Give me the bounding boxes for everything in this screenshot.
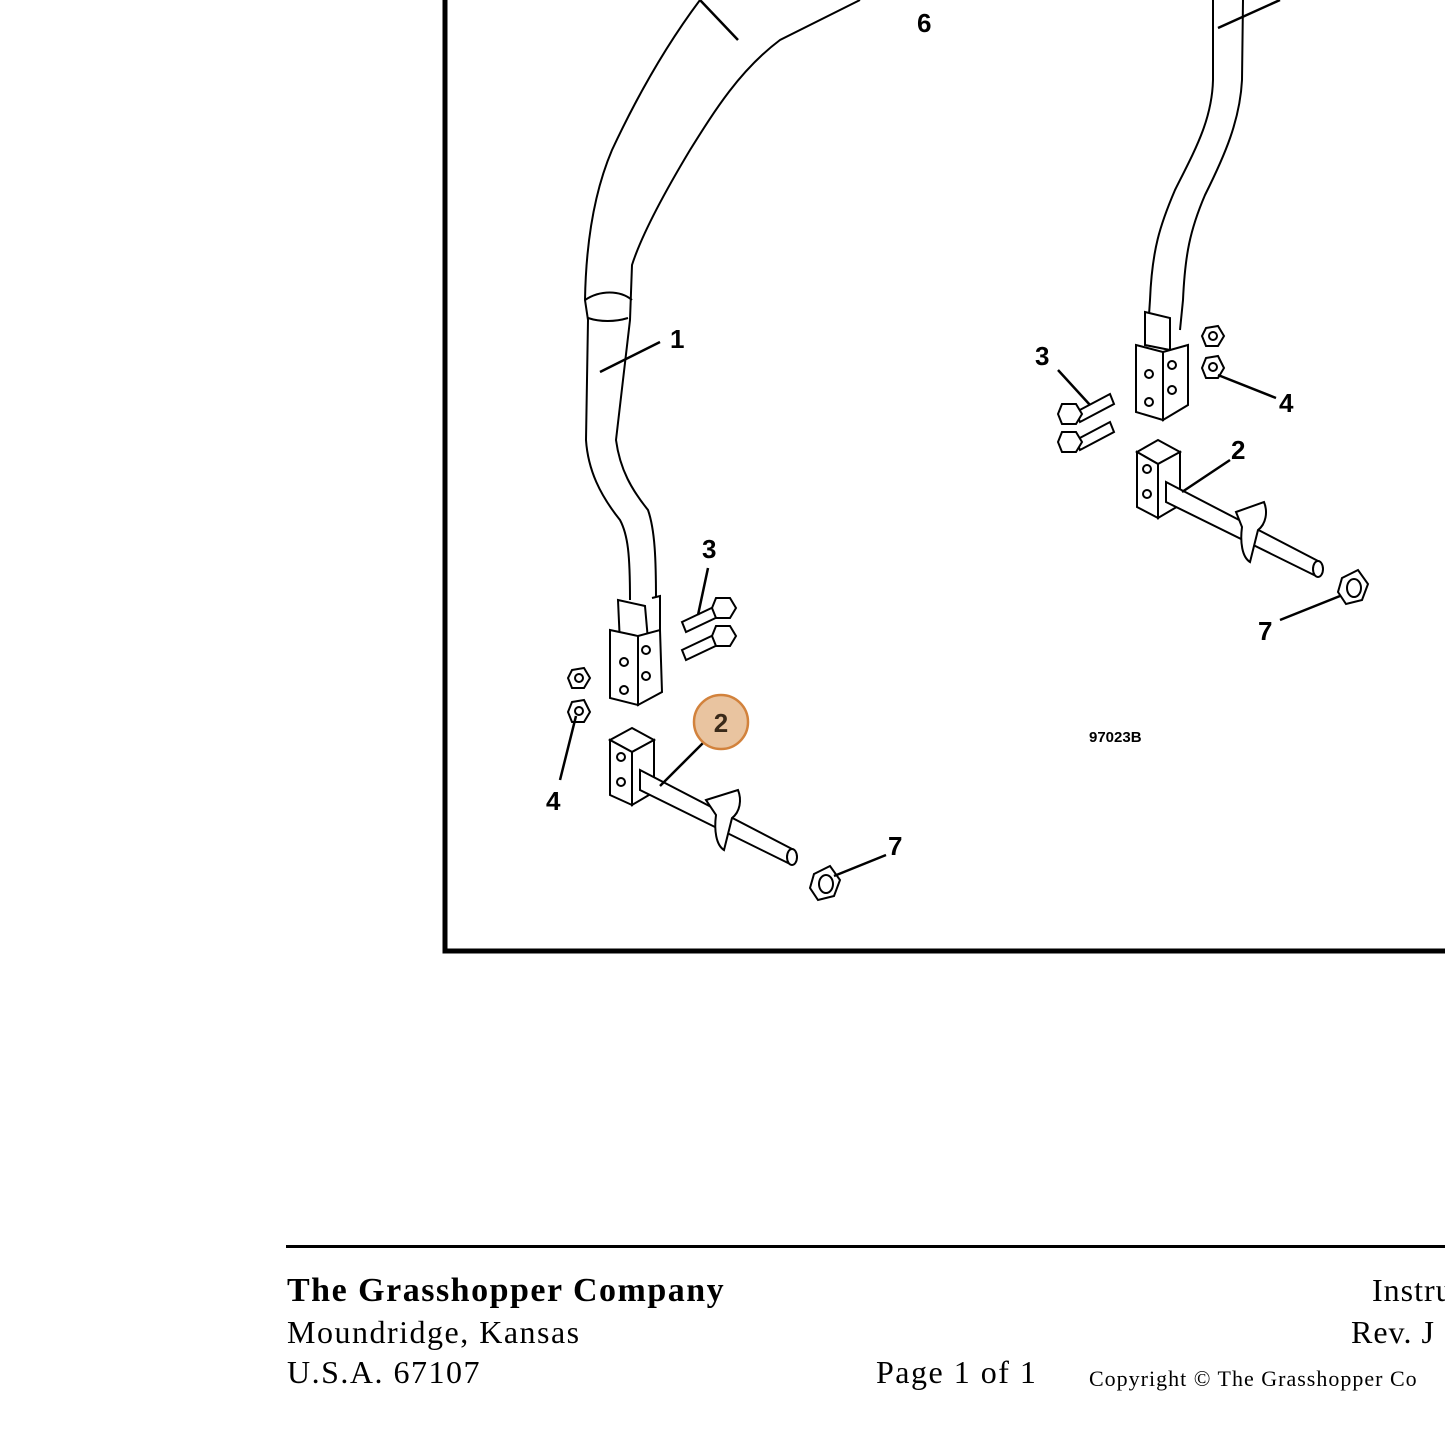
figure-code: 97023B xyxy=(1089,729,1142,746)
right-tube-bracket xyxy=(1135,310,1189,422)
left-locknut xyxy=(808,864,842,902)
footer-copyright: Copyright © The Grasshopper Co xyxy=(1089,1366,1418,1391)
callout-4-right: 4 xyxy=(1279,388,1294,418)
diagram-frame xyxy=(442,0,1445,954)
left-bolts xyxy=(680,597,738,662)
right-locknut xyxy=(1336,568,1370,606)
footer-instruction-label: Instru xyxy=(1372,1272,1445,1308)
callout-2-right: 2 xyxy=(1231,435,1245,465)
callout-2-left: 2 xyxy=(714,708,728,738)
left-tube-bracket xyxy=(609,594,664,707)
leader-lines xyxy=(558,0,1341,878)
footer-rule xyxy=(286,1245,1445,1248)
left-rops-tube xyxy=(583,0,861,601)
callout-6: 6 xyxy=(917,8,931,38)
right-nuts xyxy=(1200,324,1226,379)
footer-city: Moundridge, Kansas xyxy=(287,1314,581,1350)
footer-company: The Grasshopper Company xyxy=(287,1272,726,1309)
left-mount-bracket xyxy=(607,726,798,866)
right-mount-bracket xyxy=(1134,438,1324,578)
callout-3-right: 3 xyxy=(1035,341,1049,371)
callout-7-right: 7 xyxy=(1258,616,1272,646)
right-rops-tube xyxy=(1147,0,1244,331)
highlighted-callout-2[interactable]: 2 xyxy=(692,693,750,751)
callout-3-left: 3 xyxy=(702,534,716,564)
callout-7-left: 7 xyxy=(888,831,902,861)
callout-1: 1 xyxy=(670,324,684,354)
footer-revision: Rev. J xyxy=(1351,1314,1435,1350)
footer-page-number: Page 1 of 1 xyxy=(876,1354,1038,1390)
footer-zip: U.S.A. 67107 xyxy=(287,1354,482,1390)
right-bolts xyxy=(1056,392,1116,453)
callout-4-left: 4 xyxy=(546,786,561,816)
left-nuts xyxy=(566,666,592,723)
